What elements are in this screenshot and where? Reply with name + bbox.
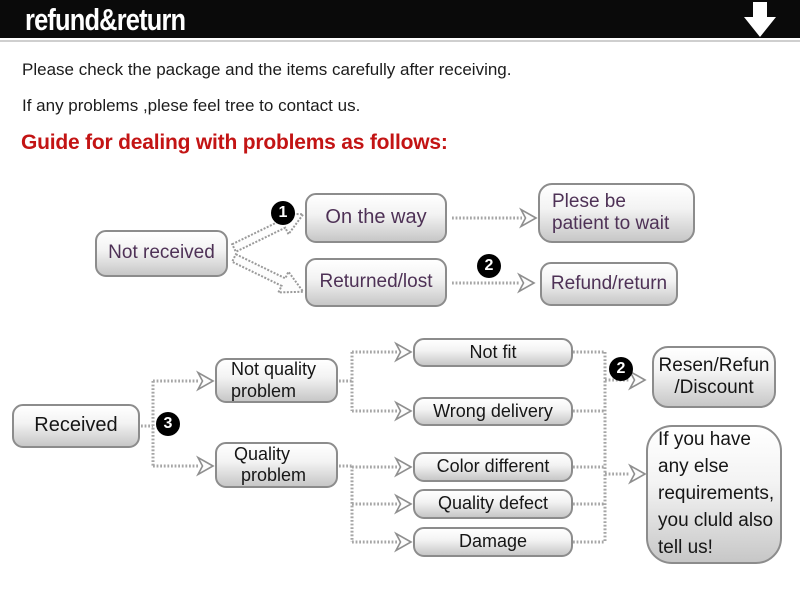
intro-line-1: Please check the package and the items c… <box>22 60 512 79</box>
intro-line-2: If any problems ,plese feel tree to cont… <box>22 96 361 115</box>
branch-arrow-up <box>230 212 306 254</box>
node-resen-refun-discount: Resen/Refun /Discount <box>652 346 776 408</box>
node-quality-defect: Quality defect <box>413 489 573 519</box>
node-any-else-requirements: If you have any else requirements, you c… <box>646 425 782 564</box>
divider <box>0 40 800 42</box>
node-not-fit: Not fit <box>413 338 573 367</box>
node-received: Received <box>12 404 140 448</box>
branch-arrow-down <box>230 252 306 294</box>
node-not-received: Not received <box>95 230 228 277</box>
not-quality-split-lines <box>339 342 412 421</box>
down-arrow-icon <box>744 2 776 37</box>
quality-split-lines <box>339 457 412 552</box>
node-refund-return: Refund/return <box>540 262 678 306</box>
node-not-quality-problem: Not quality problem <box>215 358 338 403</box>
step-2-badge-top: 2 <box>477 254 501 278</box>
banner: refund&return <box>0 0 800 38</box>
step-1-badge: 1 <box>271 201 295 225</box>
node-damage: Damage <box>413 527 573 557</box>
node-wrong-delivery: Wrong delivery <box>413 397 573 426</box>
guide-heading: Guide for dealing with problems as follo… <box>21 131 448 154</box>
node-quality-problem: Quality problem <box>215 442 338 488</box>
node-plese-be-patient: Plese be patient to wait <box>538 183 695 243</box>
step-3-badge: 3 <box>156 412 180 436</box>
node-returned-lost: Returned/lost <box>305 258 447 307</box>
arrow-returned-to-refund <box>452 273 535 293</box>
received-branch-lines <box>141 371 214 476</box>
node-on-the-way: On the way <box>305 193 447 243</box>
step-2-badge-bottom: 2 <box>609 357 633 381</box>
page-title: refund&return <box>25 2 186 37</box>
node-color-different: Color different <box>413 452 573 482</box>
merge-rail-lines <box>573 350 646 544</box>
arrow-on-the-way-to-wait <box>452 208 537 228</box>
